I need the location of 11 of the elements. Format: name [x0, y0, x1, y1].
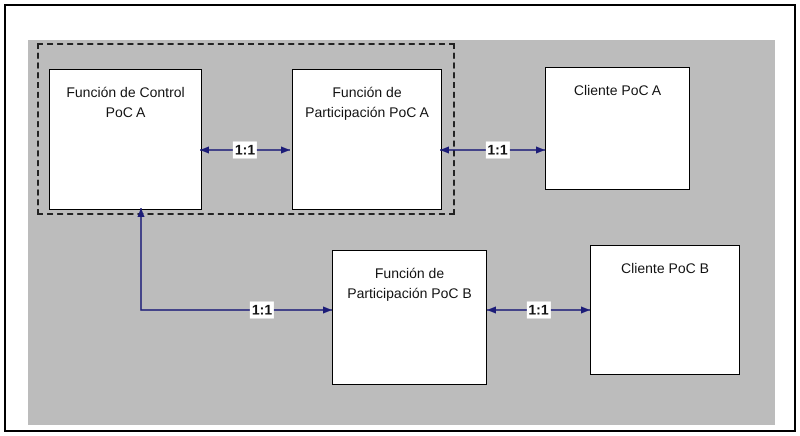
dashed-group-box: [37, 43, 455, 215]
process-box: Función de Participación PoC A: [292, 69, 442, 210]
edge-label: 1:1: [232, 142, 258, 158]
process-box: Cliente PoC A: [545, 67, 690, 190]
edge-label: 1:1: [526, 302, 551, 318]
process-box: Cliente PoC B: [590, 245, 740, 375]
edge-label: 1:1: [250, 302, 274, 318]
process-box: Función de Control PoC A: [49, 69, 202, 210]
process-box: Función de Participación PoC B: [332, 250, 487, 385]
edge-label: 1:1: [485, 142, 510, 158]
connector-arrow: [137, 208, 332, 314]
